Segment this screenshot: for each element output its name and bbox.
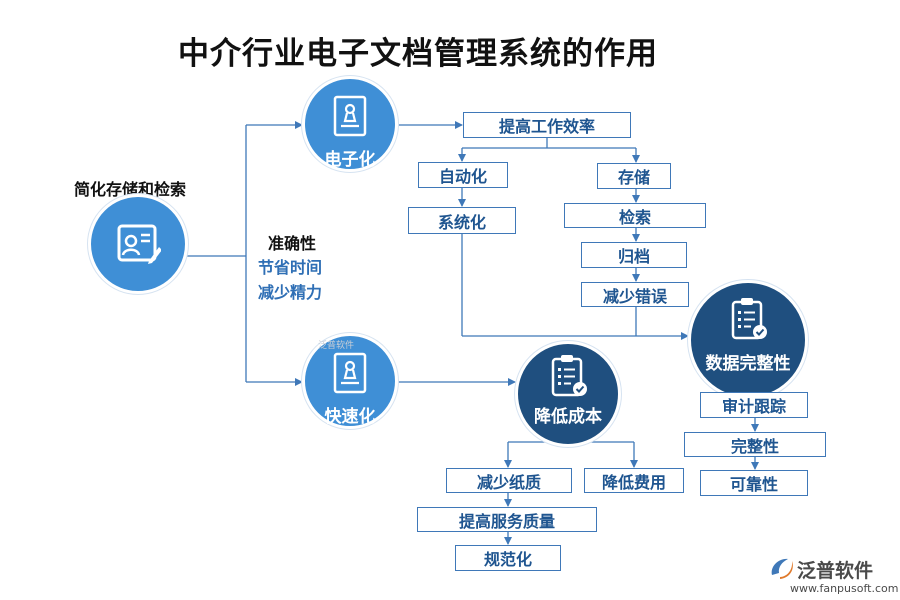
box-standardization: 规范化: [455, 545, 561, 571]
page-title: 中介行业电子文档管理系统的作用: [178, 36, 658, 72]
box-service-quality: 提高服务质量: [417, 507, 597, 532]
faint-watermark: 泛普软件: [318, 341, 355, 351]
box-reliability: 可靠性: [700, 470, 808, 496]
box-archive: 归档: [581, 242, 687, 268]
label-reduce-energy: 减少精力: [258, 283, 323, 302]
main-circle: [88, 194, 188, 294]
reduce-cost-label: 降低成本: [534, 407, 602, 427]
fanpu-logo-icon: [771, 558, 793, 579]
box-audit-tracking: 审计跟踪: [700, 392, 808, 418]
electronic-circle: 电子化: [302, 76, 398, 172]
clipboard-check-icon: [551, 355, 587, 397]
document-stamp-icon: [333, 352, 367, 394]
data-integrity-label: 数据完整性: [705, 354, 791, 374]
clipboard-check-icon: [731, 298, 767, 340]
brand-watermark: 泛普软件: [797, 560, 874, 582]
box-reduce-expense: 降低费用: [584, 468, 684, 493]
label-accuracy: 准确性: [268, 234, 317, 253]
label-simplify-storage: 简化存储和检索: [74, 180, 187, 199]
brand-url: www.fanpusoft.com: [790, 582, 899, 595]
fast-circle: 快速化: [302, 333, 398, 429]
box-improve-efficiency: 提高工作效率: [463, 112, 631, 138]
box-completeness: 完整性: [684, 432, 826, 457]
label-save-time: 节省时间: [258, 258, 323, 277]
document-stamp-icon: [333, 95, 367, 137]
box-automation: 自动化: [418, 162, 508, 188]
box-reduce-paper: 减少纸质: [446, 468, 572, 493]
electronic-label: 电子化: [324, 150, 376, 170]
box-storage: 存储: [597, 163, 671, 189]
document-person-icon: [117, 224, 161, 264]
reduce-cost-circle: 降低成本: [515, 341, 621, 447]
data-integrity-circle: 数据完整性: [688, 280, 808, 400]
fast-label: 快速化: [324, 407, 376, 427]
box-reduce-errors: 减少错误: [581, 282, 689, 307]
box-retrieval: 检索: [564, 203, 706, 228]
box-systematization: 系统化: [408, 207, 516, 234]
